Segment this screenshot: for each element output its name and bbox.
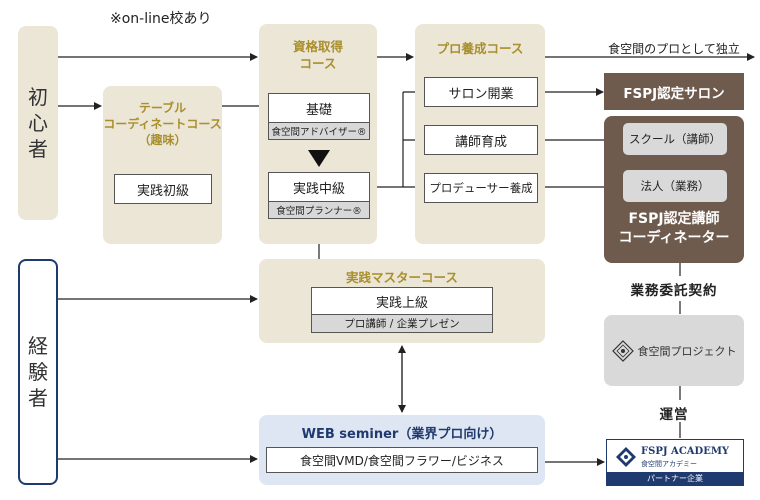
academy-name: FSPJ ACADEMY [641, 446, 730, 457]
beginner-panel: 初 心 者 [18, 26, 58, 220]
instructor-training-box[interactable]: 講師育成 [424, 125, 538, 155]
basic-box[interactable]: 基礎 [268, 93, 370, 123]
school-instructor-box[interactable]: スクール（講師） [623, 123, 727, 155]
project-logo-icon [611, 339, 634, 362]
operation-label: 運営 [659, 407, 689, 423]
experienced-label: 経 験 者 [28, 334, 48, 410]
practical-beginner-box[interactable]: 実践初級 [114, 174, 212, 204]
fspj-academy-logo[interactable]: FSPJ ACADEMY 食空間アカデミー パートナー企業 [606, 439, 744, 486]
project-label: 食空間プロジェクト [637, 344, 737, 358]
practical-advanced-box[interactable]: 実践上級 [311, 287, 493, 315]
web-seminar-panel: WEB seminer（業界プロ向け） 食空間VMD/食空間フラワー/ビジネス [259, 415, 545, 485]
web-seminar-topics-box[interactable]: 食空間VMD/食空間フラワー/ビジネス [266, 447, 538, 473]
salon-opening-box[interactable]: サロン開業 [424, 77, 538, 107]
mid-sub-label: 食空間プランナー® [268, 202, 370, 219]
fspj-instructor-title: FSPJ認定講師 コーディネーター [618, 211, 730, 246]
experienced-panel: 経 験 者 [18, 259, 58, 485]
pro-training-course-panel: プロ養成コース サロン開業 講師育成 プロデューサー養成 [415, 24, 545, 244]
corporate-business-box[interactable]: 法人（業務） [623, 170, 727, 202]
qual-course-title: 資格取得 コース [292, 39, 343, 71]
qualification-course-panel: 資格取得 コース 基礎 食空間アドバイザー® 実践中級 食空間プランナー® [259, 24, 377, 244]
basic-sub-label: 食空間アドバイザー® [268, 123, 370, 140]
beginner-label: 初 心 者 [28, 85, 48, 161]
producer-training-box[interactable]: プロデューサー養成 [424, 173, 538, 203]
business-contract-label: 業務委託契約 [630, 283, 718, 299]
master-sub-label: プロ講師 / 企業プレゼン [311, 315, 493, 333]
web-seminar-title: WEB seminer（業界プロ向け） [301, 427, 503, 442]
fspj-certified-salon[interactable]: FSPJ認定サロン [604, 73, 744, 110]
independent-header: 食空間のプロとして独立 [608, 42, 740, 56]
fspj-instructor-panel: スクール（講師） 法人（業務） FSPJ認定講師 コーディネーター [604, 116, 744, 263]
partner-company-bar: パートナー企業 [607, 472, 743, 485]
pro-course-title: プロ養成コース [436, 41, 524, 56]
food-space-project-panel[interactable]: 食空間プロジェクト [604, 315, 744, 386]
practical-mid-box[interactable]: 実践中級 [268, 172, 370, 202]
table-course-title: テーブル コーディネートコース （趣味） [103, 101, 222, 147]
down-triangle-icon [308, 150, 330, 167]
table-coordinate-course-panel: テーブル コーディネートコース （趣味） 実践初級 [103, 86, 222, 244]
online-note: ※on-line校あり [110, 11, 212, 27]
practical-master-course-panel: 実践マスターコース 実践上級 プロ講師 / 企業プレゼン [259, 259, 545, 343]
master-course-title: 実践マスターコース [346, 270, 458, 285]
academy-subname: 食空間アカデミー [641, 460, 697, 468]
academy-emblem-icon [615, 446, 637, 468]
